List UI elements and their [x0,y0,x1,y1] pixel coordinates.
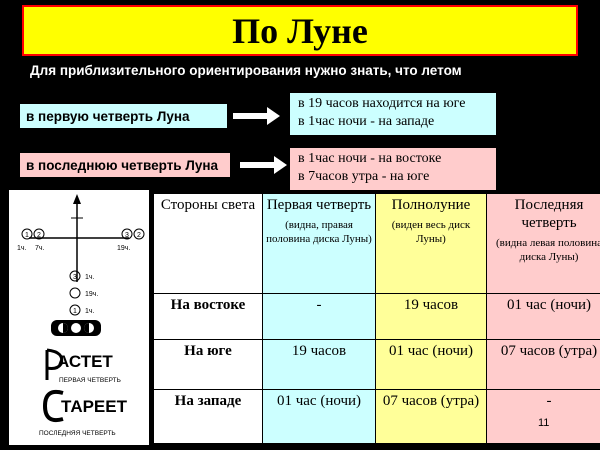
caption-growing: ПЕРВАЯ ЧЕТВЕРТЬ [59,377,121,384]
moon-diagram-icon: 1 2 1ч. 7ч. 3 2 19ч. 3 1ч. 19ч. 1 1ч. АС… [17,194,145,437]
table-row: На востоке - 19 часов 01 час (ночи) [153,293,600,340]
header-note: (виден весь диск Луны) [391,219,471,245]
table-cell: 01 час (ночи) [486,293,600,340]
row-label: На юге [153,339,263,390]
last-quarter-label: в последнюю четверть Луна [20,153,230,177]
header-cell: Стороны света [153,193,263,294]
time-mark: 7ч. [35,245,45,252]
table-cell: 01 час (ночи) [375,339,487,390]
moon-phase-illustration: 1 2 1ч. 7ч. 3 2 19ч. 3 1ч. 19ч. 1 1ч. АС… [9,190,149,445]
digit-mark: 3 [73,274,77,281]
time-mark: 19ч. [117,245,130,252]
page-number: 11 [538,417,550,429]
time-mark: 1ч. [17,245,27,252]
digit-mark: 2 [137,232,141,239]
time-mark: 1ч. [85,308,95,315]
header-main: Полнолуние [391,197,471,213]
header-main: Стороны света [160,197,256,213]
first-quarter-info: в 19 часов находится на юге в 1час ночи … [290,93,496,135]
row-label: На востоке [153,293,263,340]
last-quarter-line1: в 1час ночи - на востоке [298,151,442,166]
table-header-row: Стороны света Первая четверть (видна, пр… [153,193,600,294]
table-cell: - [262,293,376,340]
arrow-right-icon [233,107,280,125]
header-cell: Первая четверть (видна, правая половина … [262,193,376,294]
table-cell: - [486,389,600,444]
table-cell: 19 часов [262,339,376,390]
digit-mark: 2 [37,232,41,239]
arrow-right-icon [240,156,287,174]
row-label: На западе [153,389,263,444]
page-title: По Луне [22,5,578,56]
first-quarter-line2: в 1час ночи - на западе [298,114,435,129]
time-mark: 19ч. [85,291,98,298]
table-row: На юге 19 часов 01 час (ночи) 07 часов (… [153,339,600,390]
first-quarter-line1: в 19 часов находится на юге [298,96,466,111]
header-main: Последняя четверть [514,197,584,231]
first-quarter-label: в первую четверть Луна [20,104,227,128]
word-aging: ТАРЕЕТ [61,397,128,416]
header-cell: Полнолуние (виден весь диск Луны) [375,193,487,294]
subtitle: Для приблизительного ориентирования нужн… [30,63,462,78]
table-cell: 01 час (ночи) [262,389,376,444]
digit-mark: 1 [73,308,77,315]
moon-direction-table: Стороны света Первая четверть (видна, пр… [153,193,600,444]
table-cell: 07 часов (утра) [375,389,487,444]
table-row: На западе 01 час (ночи) 07 часов (утра) … [153,389,600,444]
table-cell: 07 часов (утра) [486,339,600,390]
last-quarter-info: в 1час ночи - на востоке в 7часов утра -… [290,148,496,190]
word-growing: АСТЕТ [57,352,113,371]
header-cell: Последняя четверть (видна левая половина… [486,193,600,294]
header-note: (видна левая половина диска Луны) [495,237,600,263]
time-mark: 1ч. [85,274,95,281]
table-cell: 19 часов [375,293,487,340]
header-note: (видна, правая половина диска Луны) [266,219,372,245]
caption-aging: ПОСЛЕДНЯЯ ЧЕТВЕРТЬ [39,430,116,437]
digit-mark: 3 [125,232,129,239]
last-quarter-line2: в 7часов утра - на юге [298,169,430,184]
digit-mark: 1 [25,232,29,239]
header-main: Первая четверть [266,197,372,213]
